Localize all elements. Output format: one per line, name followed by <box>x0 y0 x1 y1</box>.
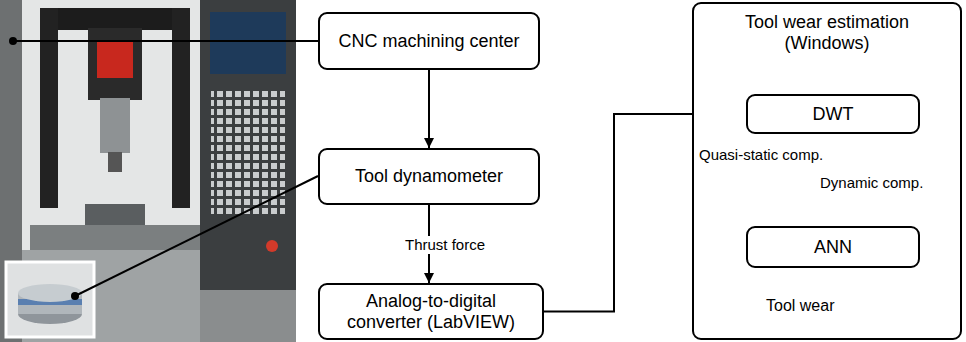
box-label: Analog-to-digital converter (LabVIEW) <box>320 291 542 333</box>
leader-dot <box>71 292 79 300</box>
control-keys <box>211 88 285 214</box>
process-box: Analog-to-digital converter (LabVIEW) <box>318 283 544 340</box>
dynamometer-inset <box>6 262 94 337</box>
machine-head <box>40 8 190 30</box>
control-screen <box>210 12 286 74</box>
spindle-head <box>88 28 142 100</box>
box-label: CNC machining center <box>330 31 527 52</box>
stop-button <box>266 240 278 252</box>
spindle-motor <box>97 40 133 78</box>
edge-label: Dynamic comp. <box>818 174 925 192</box>
dynamometer-top <box>18 284 82 302</box>
group-box: Tool wear estimation (Windows) DWT ANN <box>692 2 962 340</box>
inset-frame <box>6 262 94 337</box>
cabinet <box>200 290 296 342</box>
control-panel <box>200 0 296 290</box>
box-label: DWT <box>805 104 862 125</box>
leader-dot <box>9 37 17 45</box>
leader-line <box>13 40 318 42</box>
edge-label: Thrust force <box>403 236 487 254</box>
group-title: Tool wear estimation (Windows) <box>714 12 940 54</box>
box-label: Tool dynamometer <box>347 166 511 187</box>
machine-column <box>172 8 190 208</box>
machine-photo-body <box>0 0 296 342</box>
process-box: CNC machining center <box>318 12 540 70</box>
tool-holder <box>108 152 122 172</box>
flow-arrow <box>428 70 430 148</box>
workpiece <box>85 204 145 226</box>
process-box: DWT <box>746 94 920 134</box>
leader-lines <box>9 37 318 300</box>
leader-line <box>75 176 318 296</box>
process-box: ANN <box>746 226 920 268</box>
machine-column <box>40 8 58 208</box>
box-label: ANN <box>806 237 860 258</box>
edge-label: Quasi-static comp. <box>697 146 825 164</box>
spindle <box>100 98 130 153</box>
output-label: Tool wear <box>766 296 834 315</box>
photo-ground <box>0 0 296 342</box>
process-box: Tool dynamometer <box>318 148 540 205</box>
